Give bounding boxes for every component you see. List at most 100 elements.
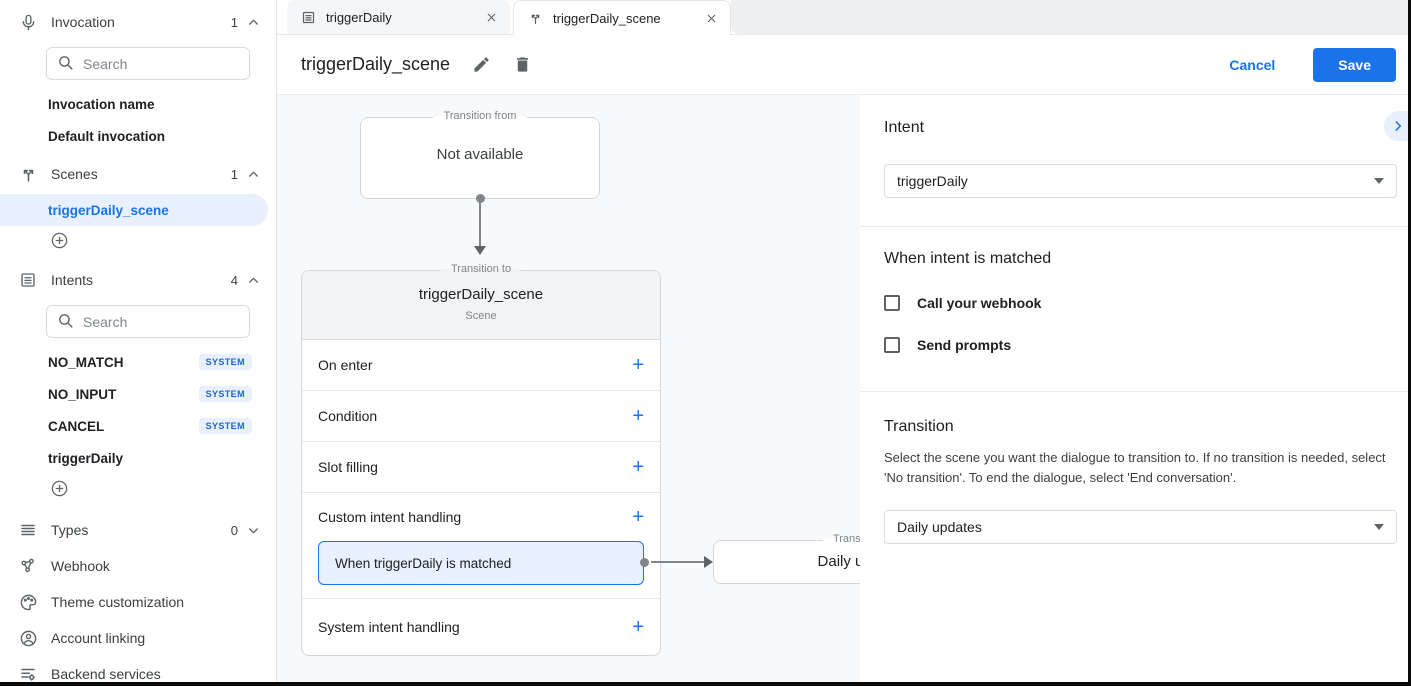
scene-section-custom-intent-handling: Custom intent handling + When triggerDai… xyxy=(302,493,660,599)
chevron-up-icon[interactable] xyxy=(246,15,260,29)
scene-card-title: triggerDaily_scene xyxy=(418,286,544,303)
sidebar-item-triggerdaily-scene[interactable]: triggerDaily_scene xyxy=(0,194,268,226)
transition-from-node[interactable]: Transition from Not available xyxy=(360,110,600,203)
panel-divider xyxy=(860,226,1411,227)
webhook-icon xyxy=(18,556,38,576)
connector-dot xyxy=(640,558,649,567)
plus-circle-icon xyxy=(50,479,69,501)
work-area: Transition from Not available Transition… xyxy=(277,95,1411,686)
chevron-down-icon[interactable] xyxy=(246,523,260,537)
search-icon xyxy=(57,54,74,74)
window-edge-right xyxy=(1408,0,1411,686)
transition-description: Select the scene you want the dialogue t… xyxy=(884,450,1386,486)
sidebar-item-triggerdaily[interactable]: triggerDaily xyxy=(48,450,124,466)
section-label: Types xyxy=(51,522,89,538)
send-prompts-checkbox[interactable] xyxy=(884,337,900,353)
section-count: 1 xyxy=(230,14,238,30)
sidebar-item-backend-services[interactable]: Backend services xyxy=(0,658,276,682)
sidebar-section-invocation[interactable]: Invocation 1 xyxy=(0,6,276,38)
call-webhook-checkbox-row[interactable]: Call your webhook xyxy=(884,295,1399,311)
add-system-intent-button[interactable]: + xyxy=(632,616,644,638)
tab-triggerdaily-scene[interactable]: triggerDaily_scene xyxy=(513,0,731,35)
invocation-search-input[interactable]: Search xyxy=(46,47,250,80)
call-webhook-checkbox[interactable] xyxy=(884,295,900,311)
section-count: 4 xyxy=(230,272,238,288)
add-intent-button[interactable] xyxy=(0,474,276,506)
microphone-icon xyxy=(18,12,38,32)
sidebar-item-no-match[interactable]: NO_MATCH SYSTEM xyxy=(0,346,276,378)
sidebar-item-default-invocation[interactable]: Default invocation xyxy=(48,128,166,144)
add-on-enter-button[interactable]: + xyxy=(632,354,644,376)
close-icon[interactable] xyxy=(705,12,718,25)
connector-line-horizontal xyxy=(651,561,707,563)
connector-line-vertical xyxy=(479,202,481,248)
scene-node-card[interactable]: Transition to triggerDaily_scene Scene O… xyxy=(301,263,661,656)
section-label: Invocation xyxy=(51,14,115,30)
search-placeholder: Search xyxy=(83,55,128,72)
when-matched-heading: When intent is matched xyxy=(884,250,1052,267)
cancel-button[interactable]: Cancel xyxy=(1229,56,1276,73)
search-icon xyxy=(57,312,74,332)
main-area: triggerDaily triggerDaily_scene triggerD… xyxy=(277,0,1411,686)
plus-circle-icon xyxy=(50,231,69,253)
transition-target-node[interactable]: Transition to Daily updates xyxy=(713,533,860,584)
chevron-right-icon xyxy=(1394,121,1401,131)
scenes-icon xyxy=(18,164,38,184)
send-prompts-checkbox-row[interactable]: Send prompts xyxy=(884,337,1399,353)
intent-dropdown[interactable]: triggerDaily xyxy=(884,164,1397,198)
caret-down-icon xyxy=(1374,178,1384,184)
system-badge: SYSTEM xyxy=(198,354,252,370)
panel-divider xyxy=(860,391,1411,392)
sidebar-item-cancel[interactable]: CANCEL SYSTEM xyxy=(0,410,276,442)
scene-row-system-intent-handling[interactable]: System intent handling + xyxy=(318,616,644,638)
page-title: triggerDaily_scene xyxy=(301,54,451,74)
add-condition-button[interactable]: + xyxy=(632,405,644,427)
window-edge-bottom xyxy=(0,682,1411,686)
sidebar: Invocation 1 Search Invocation name Defa… xyxy=(0,0,277,682)
sidebar-section-scenes[interactable]: Scenes 1 xyxy=(0,158,276,190)
account-icon xyxy=(18,628,38,648)
header-bar: triggerDaily_scene Cancel Save xyxy=(277,35,1411,95)
intents-icon xyxy=(18,270,38,290)
save-button[interactable]: Save xyxy=(1313,47,1396,82)
delete-trash-icon[interactable] xyxy=(513,55,532,74)
caret-down-icon xyxy=(1374,524,1384,531)
add-slot-filling-button[interactable]: + xyxy=(632,456,644,478)
scene-canvas[interactable]: Transition from Not available Transition… xyxy=(277,95,860,686)
add-custom-intent-button[interactable]: + xyxy=(632,506,644,528)
scene-row-on-enter[interactable]: On enter + xyxy=(302,340,660,391)
search-placeholder: Search xyxy=(83,313,128,330)
transition-target-value: Daily updates xyxy=(817,553,860,570)
tab-triggerdaily[interactable]: triggerDaily xyxy=(287,0,510,34)
sidebar-item-account-linking[interactable]: Account linking xyxy=(0,622,276,654)
scene-row-slot-filling[interactable]: Slot filling + xyxy=(302,442,660,493)
section-label: Scenes xyxy=(51,166,98,182)
section-count: 1 xyxy=(230,166,238,182)
sidebar-section-types[interactable]: Types 0 xyxy=(0,514,276,546)
matched-intent-item[interactable]: When triggerDaily is matched xyxy=(318,541,649,585)
add-scene-button[interactable] xyxy=(0,226,276,258)
intents-search-input[interactable]: Search xyxy=(46,305,250,338)
chevron-up-icon[interactable] xyxy=(246,167,260,181)
sidebar-item-invocation-name[interactable]: Invocation name xyxy=(48,96,155,112)
edit-pencil-icon[interactable] xyxy=(472,55,491,74)
system-badge: SYSTEM xyxy=(198,418,252,434)
section-label: Intents xyxy=(51,272,94,288)
sidebar-item-webhook[interactable]: Webhook xyxy=(0,550,276,582)
transition-dropdown[interactable]: Daily updates xyxy=(884,510,1397,545)
tab-strip-filler xyxy=(731,0,1411,34)
node-legend: Transition to xyxy=(822,533,860,545)
sidebar-item-theme-customization[interactable]: Theme customization xyxy=(0,586,276,618)
scene-row-custom-intent-handling[interactable]: Custom intent handling + xyxy=(318,506,644,528)
palette-icon xyxy=(18,592,38,612)
sidebar-section-intents[interactable]: Intents 4 xyxy=(0,264,276,296)
close-icon[interactable] xyxy=(485,11,498,24)
backend-services-icon xyxy=(18,664,38,682)
chevron-up-icon[interactable] xyxy=(246,273,260,287)
transition-dropdown-value: Daily updates xyxy=(897,519,982,536)
intent-editor-panel: Intent triggerDaily When intent is match… xyxy=(860,95,1411,686)
sidebar-item-no-input[interactable]: NO_INPUT SYSTEM xyxy=(0,378,276,410)
transition-heading: Transition xyxy=(884,418,954,435)
scene-row-condition[interactable]: Condition + xyxy=(302,391,660,442)
collapse-panel-button[interactable] xyxy=(1384,111,1411,141)
